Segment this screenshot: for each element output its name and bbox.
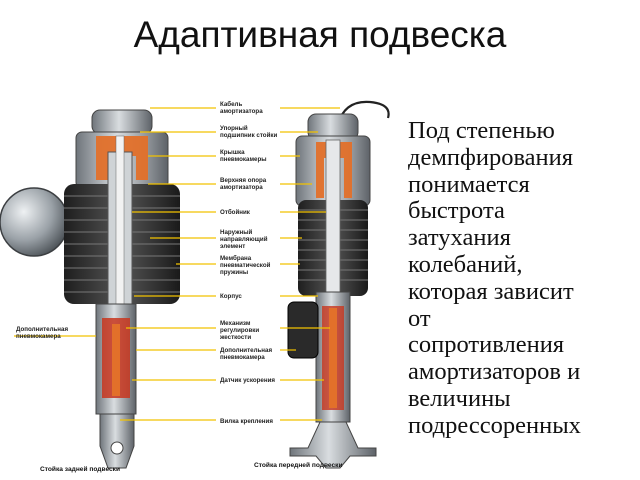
callout-bump-stop: Отбойник (220, 209, 251, 216)
body-line: амортизаторов и (408, 358, 581, 386)
slide-title: Адаптивная подвеска (133, 14, 507, 55)
body-text: Под степенью демпфирования понимается бы… (408, 117, 636, 440)
body-line: величины (408, 384, 511, 412)
body-line: которая зависит (408, 277, 574, 305)
body-line: Под степенью (408, 117, 555, 144)
body-line: быстрота (408, 197, 505, 225)
callout-mounting-fork: Вилка крепления (220, 418, 273, 425)
caption-rear-strut: Стойка задней подвески (40, 465, 120, 473)
callout-acceleration-sensor: Датчик ускорения (220, 377, 275, 384)
body-line: от (408, 304, 431, 332)
air-chamber-sphere (0, 187, 69, 257)
body-line: демпфирования (408, 143, 574, 171)
body-line: подрессоренных (408, 411, 581, 439)
rear-strut (0, 109, 180, 469)
leader-lines (14, 107, 340, 421)
front-extra-chamber (287, 301, 319, 359)
body-line: затухания (408, 224, 511, 252)
body-line: колебаний, (408, 250, 523, 278)
callout-housing: Корпус (220, 293, 242, 300)
body-line: понимается (408, 170, 530, 198)
caption-front-strut: Стойка передней подвески (254, 461, 343, 469)
front-strut (287, 100, 390, 469)
body-line: сопротивления (408, 331, 565, 359)
